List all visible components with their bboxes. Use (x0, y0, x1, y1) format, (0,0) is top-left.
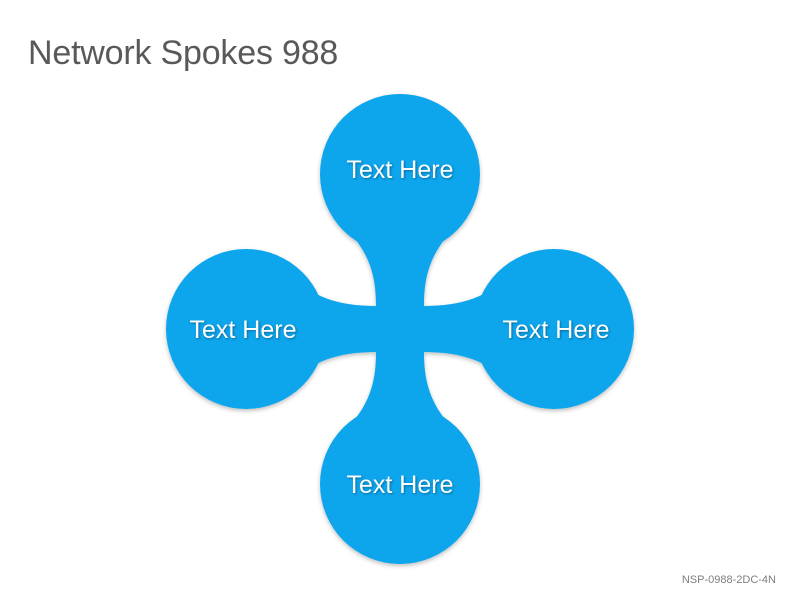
spokes-shape (166, 94, 634, 564)
center-hub (376, 304, 424, 354)
footer-code: NSP-0988-2DC-4N (681, 574, 776, 586)
node-label-bottom[interactable]: Text Here (346, 471, 454, 499)
node-circle-right (474, 249, 634, 409)
node-label-left[interactable]: Text Here (189, 316, 297, 344)
node-circle-bottom (320, 404, 480, 564)
node-label-right[interactable]: Text Here (502, 316, 610, 344)
node-label-top[interactable]: Text Here (346, 156, 454, 184)
node-circle-left (166, 249, 326, 409)
page-title: Network Spokes 988 (28, 34, 339, 72)
node-circle-top (320, 94, 480, 254)
